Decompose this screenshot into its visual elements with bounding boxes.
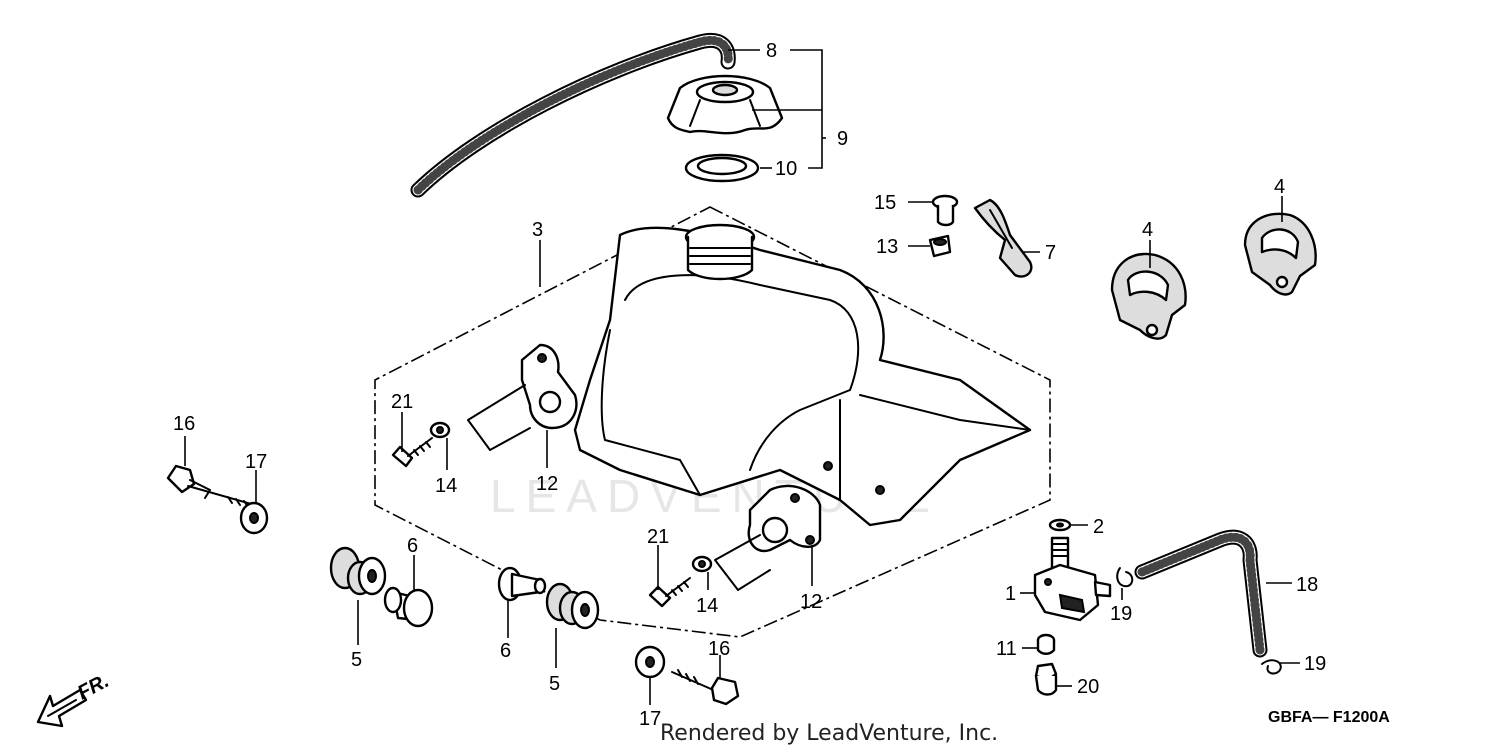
washer-2 — [1048, 518, 1072, 532]
bolt-16-left — [166, 464, 256, 508]
callout-3: 3 — [532, 219, 543, 241]
callout-19-lower: 19 — [1304, 653, 1326, 675]
front-direction-arrow: FR. — [36, 670, 113, 728]
callout-17-bottom: 17 — [639, 708, 661, 730]
callout-20: 20 — [1077, 676, 1099, 698]
callout-13: 13 — [876, 236, 898, 258]
callout-18: 18 — [1296, 574, 1318, 596]
strainer-11 — [1036, 633, 1056, 655]
callout-6-left: 6 — [407, 535, 418, 557]
callout-14-upper: 14 — [435, 475, 457, 497]
bracket-guide-upper — [467, 384, 531, 451]
callout-2: 2 — [1093, 516, 1104, 538]
callout-1: 1 — [1005, 583, 1016, 605]
callout-7: 7 — [1045, 242, 1056, 264]
callout-16-bottom: 16 — [708, 638, 730, 660]
clip-7 — [973, 198, 1033, 278]
callout-4-left: 4 — [1142, 219, 1153, 241]
callout-9: 9 — [837, 128, 848, 150]
mount-bracket-lower — [747, 484, 822, 553]
callout-12-upper: 12 — [536, 473, 558, 495]
render-credit: Rendered by LeadVenture, Inc. — [660, 721, 998, 746]
grommet-5-left — [329, 546, 387, 596]
hose-clip-19-lower — [1261, 659, 1282, 675]
hose-clip-19-upper — [1116, 567, 1134, 588]
callouts: 1 2 3 4 4 5 5 6 6 7 8 9 10 11 12 12 13 1… — [173, 40, 1326, 730]
callout-5-left: 5 — [351, 649, 362, 671]
collar-6-right — [497, 566, 547, 602]
bolt-16-bottom — [671, 669, 740, 706]
callout-5-right: 5 — [549, 673, 560, 695]
collar-upper — [429, 421, 451, 439]
washer-17-left — [239, 501, 269, 535]
bolt-15 — [931, 194, 959, 227]
callout-8: 8 — [766, 40, 777, 62]
bolt-lower — [648, 577, 691, 608]
filler-cap — [666, 74, 784, 135]
nut-13 — [928, 234, 952, 258]
callout-16-left: 16 — [173, 413, 195, 435]
callout-17-left: 17 — [245, 451, 267, 473]
mount-rubber-4-right — [1243, 212, 1317, 296]
collar-6-left — [383, 586, 434, 628]
callout-15: 15 — [874, 192, 896, 214]
mount-bracket-upper — [520, 343, 578, 430]
cap-gasket — [684, 153, 760, 183]
callout-12-lower: 12 — [800, 591, 822, 613]
callout-21-lower: 21 — [647, 526, 669, 548]
callout-10: 10 — [775, 158, 797, 180]
diagram-code: GBFA— F1200A — [1268, 709, 1390, 726]
grommet-5-right — [545, 582, 600, 630]
drain-plug-20 — [1034, 662, 1058, 696]
callout-11: 11 — [996, 638, 1017, 660]
leader-lines — [184, 49, 1300, 705]
breather-hose — [410, 33, 736, 198]
assembly-outline — [374, 206, 1051, 638]
bracket-guide-lower — [714, 534, 771, 591]
callout-19-upper: 19 — [1110, 603, 1132, 625]
bolt-upper — [391, 437, 433, 468]
washer-17-bottom — [634, 645, 666, 679]
callout-6-right: 6 — [500, 640, 511, 662]
fuel-tank — [573, 223, 1032, 527]
collar-lower — [691, 555, 713, 573]
callout-14-lower: 14 — [696, 595, 718, 617]
callout-21-upper: 21 — [391, 391, 413, 413]
fuel-valve-1 — [1033, 536, 1112, 622]
mount-rubber-4-left — [1110, 252, 1187, 340]
fuel-hose-18 — [1134, 529, 1268, 658]
callout-4-right: 4 — [1274, 176, 1285, 198]
